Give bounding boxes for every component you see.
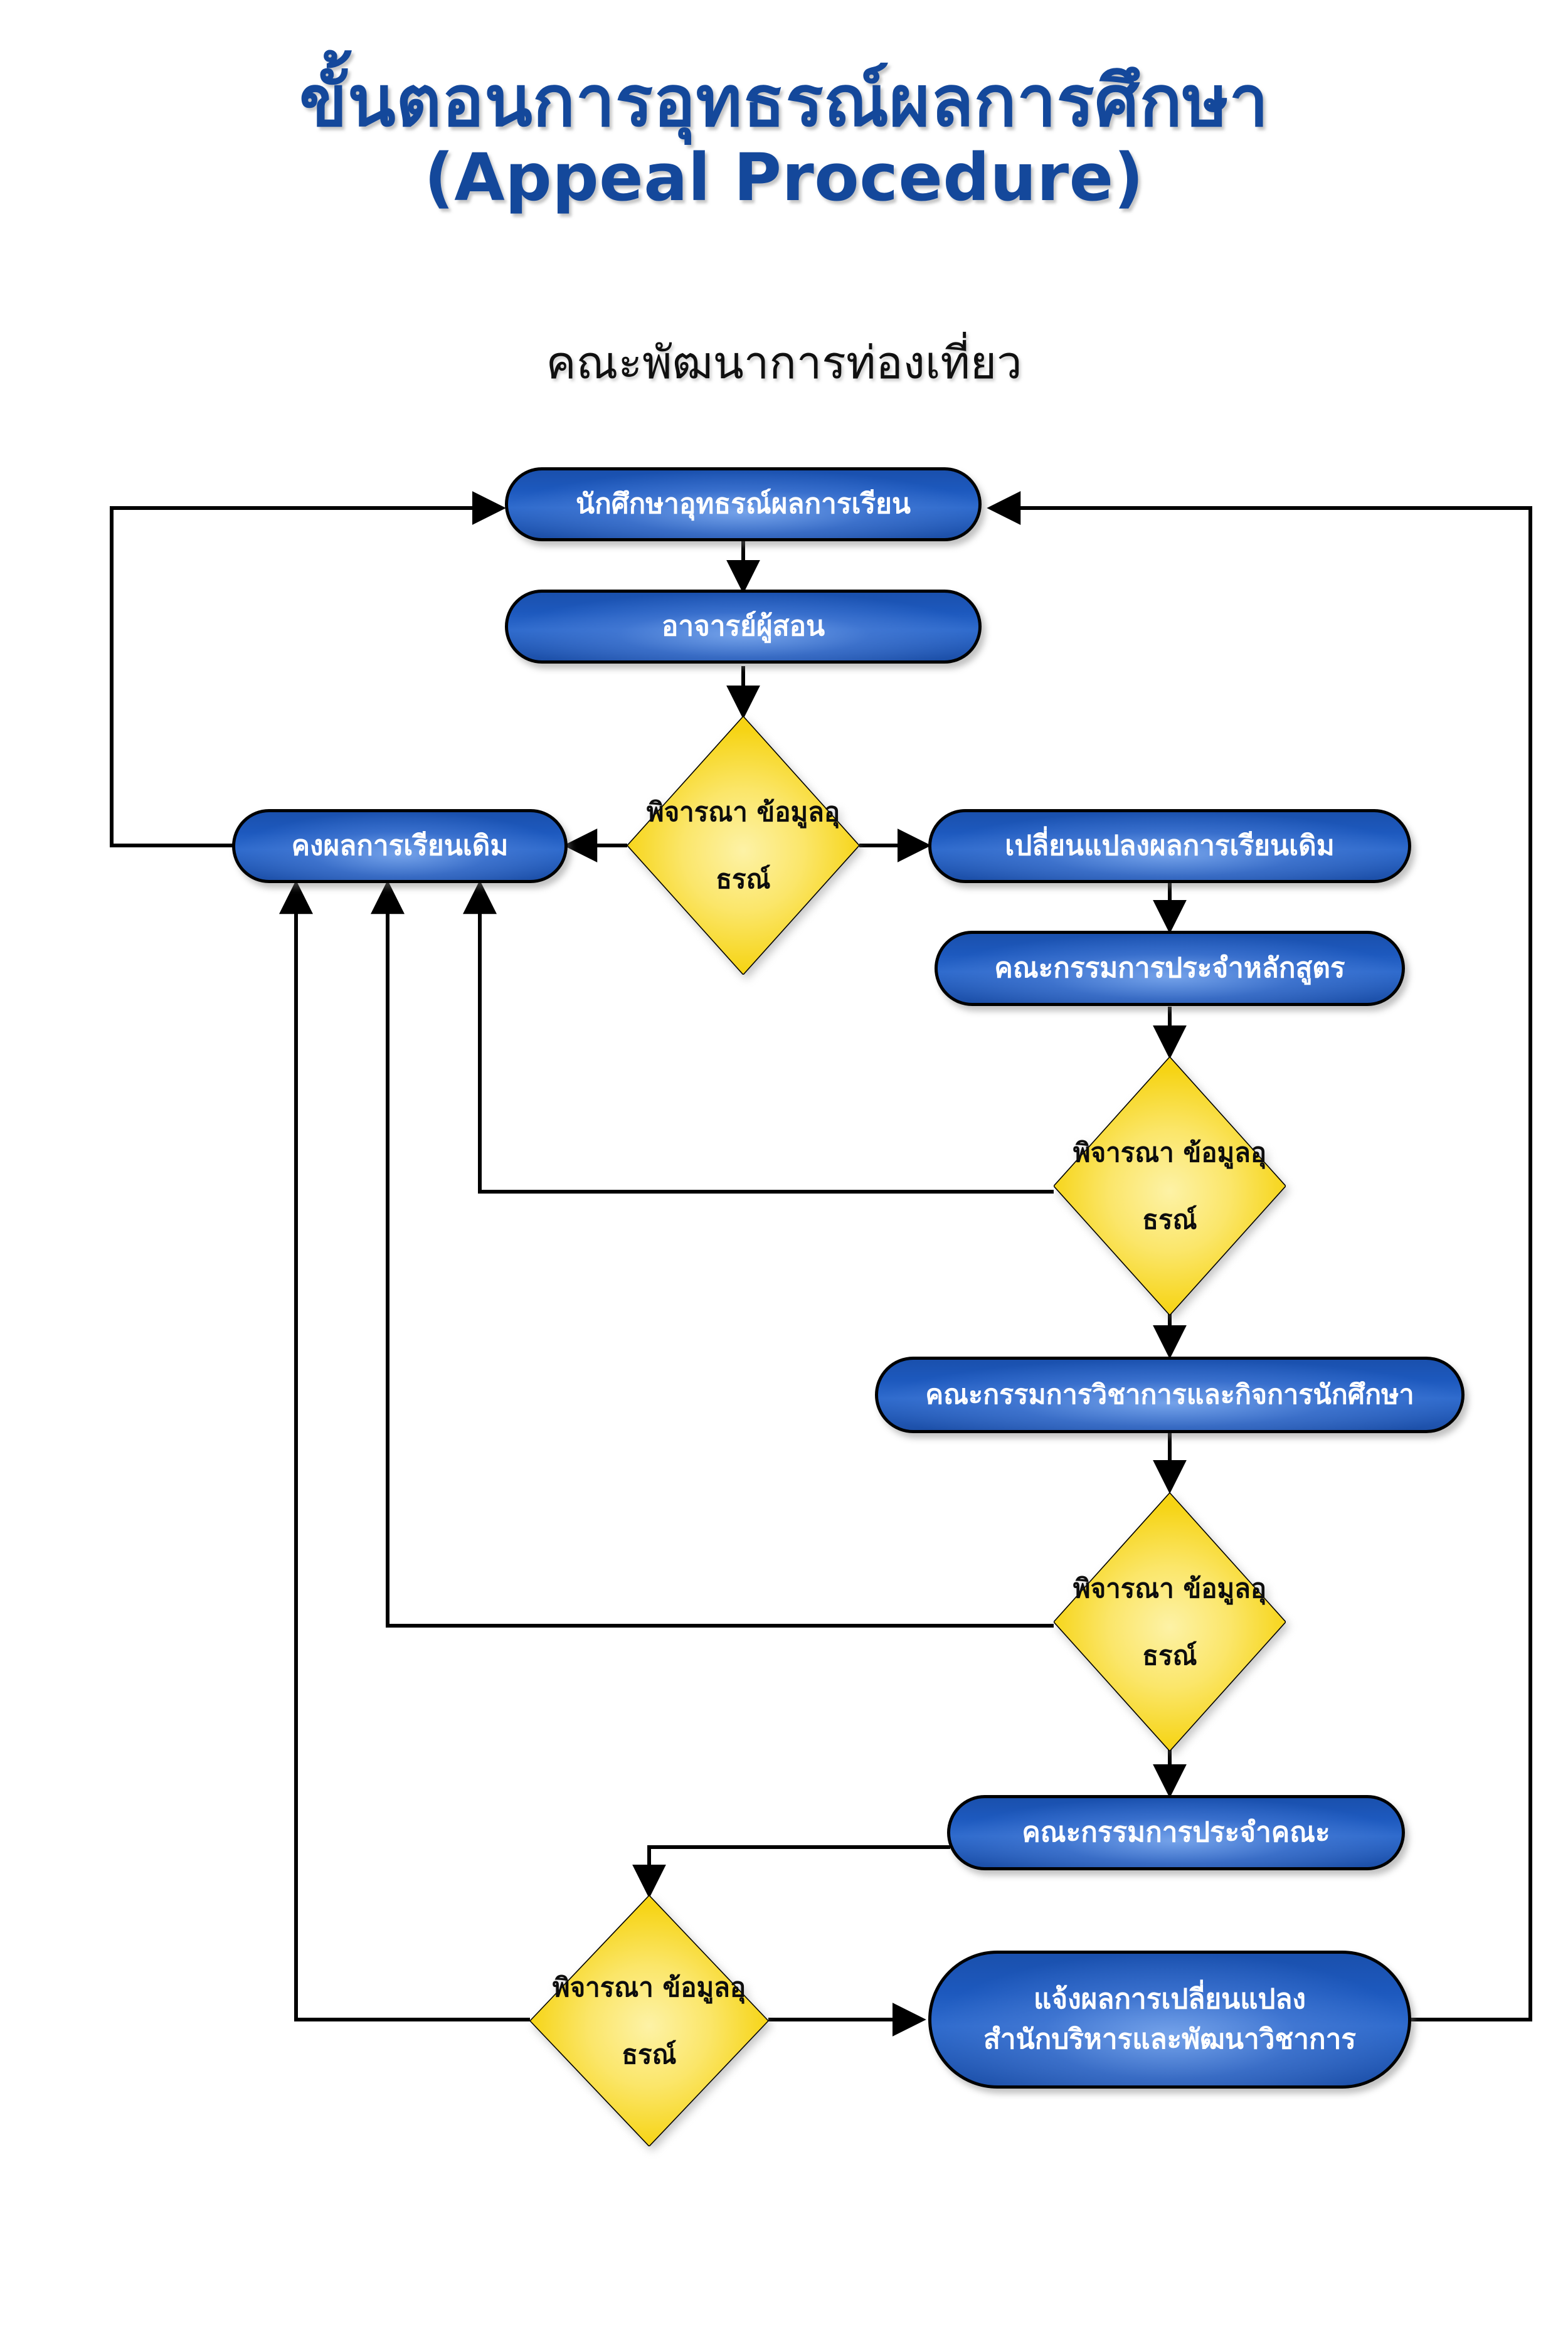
decision-line-2: ข้อมูลอุธรณ์ <box>716 796 840 894</box>
decision-line-1: พิจารณา <box>1073 1572 1174 1604</box>
edge-d3-n3 <box>371 880 1054 1628</box>
edge-n7-d4 <box>632 1845 950 1899</box>
decision-text: พิจารณา ข้อมูลอุธรณ์ <box>530 1954 768 2088</box>
edge-d4-n3 <box>279 880 530 2021</box>
node-instructor[interactable]: อาจารย์ผู้สอน <box>505 590 982 664</box>
node-notify-academic-office[interactable]: แจ้งผลการเปลี่ยนแปลง สำนักบริหารและพัฒนา… <box>928 1951 1411 2089</box>
subtitle-faculty: คณะพัฒนาการท่องเที่ยว <box>546 336 1022 389</box>
decision-text: พิจารณา ข้อมูลอุธรณ์ <box>1054 1119 1286 1253</box>
node-label: คณะกรรมการประจำคณะ <box>1022 1816 1330 1849</box>
diamond-outline <box>530 1895 768 2146</box>
node-change-original-grade[interactable]: เปลี่ยนแปลงผลการเรียนเดิม <box>928 809 1411 883</box>
decision-line-1: พิจารณา <box>552 1971 654 2003</box>
decision-4[interactable]: พิจารณา ข้อมูลอุธรณ์ <box>530 1895 768 2146</box>
decision-1[interactable]: พิจารณา ข้อมูลอุธรณ์ <box>627 716 859 975</box>
node-label: นักศึกษาอุทธรณ์ผลการเรียน <box>576 488 911 521</box>
decision-line-2: ข้อมูลอุธรณ์ <box>1142 1136 1267 1235</box>
node-label: เปลี่ยนแปลงผลการเรียนเดิม <box>1005 830 1335 862</box>
decision-text: พิจารณา ข้อมูลอุธรณ์ <box>627 778 859 913</box>
node-label-line-1: แจ้งผลการเปลี่ยนแปลง <box>1034 1983 1306 2016</box>
edge-d2-n3 <box>463 880 1054 1194</box>
node-label-line-2: สำนักบริหารและพัฒนาวิชาการ <box>983 2023 1356 2055</box>
node-label: คณะกรรมการประจำหลักสูตร <box>994 952 1345 985</box>
decision-2[interactable]: พิจารณา ข้อมูลอุธรณ์ <box>1054 1057 1286 1315</box>
node-curriculum-committee[interactable]: คณะกรรมการประจำหลักสูตร <box>935 931 1405 1006</box>
node-student-appeal[interactable]: นักศึกษาอุทธรณ์ผลการเรียน <box>505 467 982 541</box>
node-keep-original-grade[interactable]: คงผลการเรียนเดิม <box>232 809 568 883</box>
node-label: คณะกรรมการวิชาการและกิจการนักศึกษา <box>925 1379 1414 1411</box>
diamond-outline <box>627 716 859 975</box>
title-english: (Appeal Procedure) <box>424 139 1144 216</box>
decision-3[interactable]: พิจารณา ข้อมูลอุธรณ์ <box>1054 1493 1286 1751</box>
node-faculty-committee[interactable]: คณะกรรมการประจำคณะ <box>947 1795 1405 1870</box>
node-academic-student-affairs-committee[interactable]: คณะกรรมการวิชาการและกิจการนักศึกษา <box>875 1357 1465 1433</box>
decision-line-2: ข้อมูลอุธรณ์ <box>622 1971 746 2070</box>
decision-line-1: พิจารณา <box>646 796 748 827</box>
node-label: อาจารย์ผู้สอน <box>661 610 825 643</box>
node-label: คงผลการเรียนเดิม <box>291 830 509 862</box>
title-thai: ขั้นตอนการอุทธรณ์ผลการศึกษา <box>299 61 1269 142</box>
decision-line-2: ข้อมูลอุธรณ์ <box>1142 1572 1267 1671</box>
edge-n3-n1 <box>110 491 506 847</box>
diamond-outline <box>1054 1493 1286 1751</box>
decision-text: พิจารณา ข้อมูลอุธรณ์ <box>1054 1555 1286 1689</box>
page-title: ขั้นตอนการอุทธรณ์ผลการศึกษา (Appeal Proc… <box>0 61 1568 216</box>
diamond-outline <box>1054 1057 1286 1315</box>
edge-n8-n1 <box>987 491 1532 2021</box>
decision-line-1: พิจารณา <box>1073 1136 1174 1168</box>
